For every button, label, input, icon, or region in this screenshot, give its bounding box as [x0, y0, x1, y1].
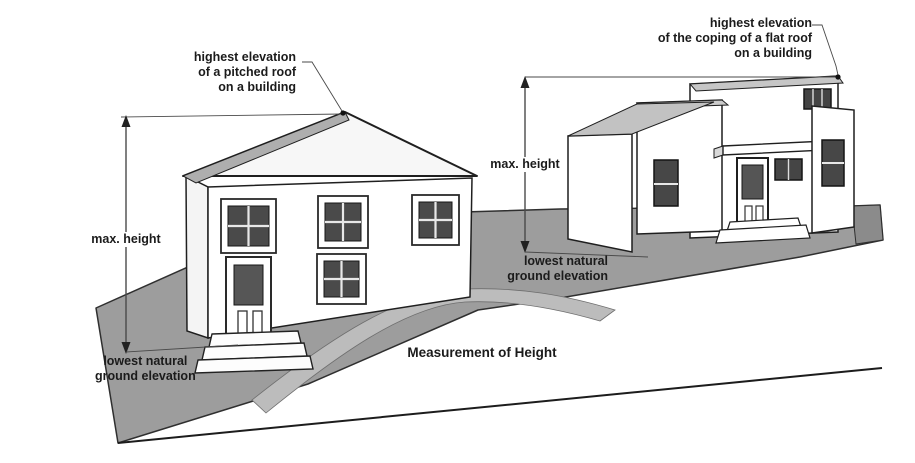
left-ground-pointer	[125, 344, 239, 353]
callout-leaders	[302, 24, 841, 116]
pitched-roof-leader	[302, 61, 343, 112]
left-arrowhead-down	[121, 342, 131, 354]
max-height-label-right: max. height	[487, 157, 563, 172]
left-box-front	[567, 133, 633, 253]
right-arrowhead-down	[520, 241, 530, 253]
right-block	[811, 105, 855, 234]
left-reference-line	[120, 113, 344, 118]
house-window-2	[317, 195, 369, 249]
flat-roof-leader	[812, 24, 839, 76]
pitched-roof-callout-label: highest elevation of a pitched roof on a…	[193, 50, 296, 94]
pitched-roof-anchor-dot	[340, 110, 346, 116]
building-door	[736, 157, 769, 230]
flat-roof-building	[567, 75, 855, 253]
right-ground-pointer	[524, 251, 649, 258]
lowest-ground-label-left: lowest natural ground elevation	[95, 354, 196, 383]
flat-roof-callout-label: highest elevation of the coping of a fla…	[657, 16, 812, 60]
house-window-4	[316, 253, 367, 305]
roof-coping	[688, 75, 844, 92]
house-roof-left-shade	[181, 111, 350, 184]
house-door	[225, 256, 272, 339]
house-left-side-wall	[185, 174, 209, 340]
house-window-3	[411, 194, 460, 246]
terrain-front-bottom-edge	[117, 367, 883, 444]
flat-roof-anchor-dot	[835, 74, 841, 80]
left-arrowhead-up	[121, 115, 131, 127]
building-stoop	[715, 217, 811, 244]
right-arrowhead-up	[520, 76, 530, 88]
entrance-canopy	[713, 140, 827, 159]
house-window-1	[220, 198, 277, 254]
max-height-label-left: max. height	[88, 232, 164, 247]
mid-wall-window	[653, 159, 679, 207]
pitched-roof-house	[181, 111, 478, 374]
window-beside-door	[774, 158, 803, 181]
terrain-right-facet	[851, 204, 884, 245]
lowest-ground-label-right: lowest natural ground elevation	[507, 254, 608, 283]
house-steps	[194, 330, 314, 374]
left-box-top	[567, 101, 715, 137]
dimension-right	[520, 76, 838, 258]
diagram-title: Measurement of Height	[407, 345, 557, 360]
